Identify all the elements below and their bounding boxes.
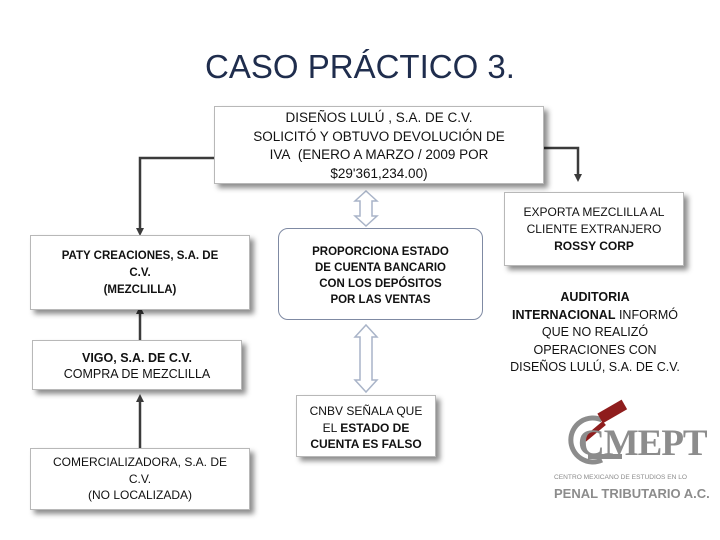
arrow-main-to-paty [136, 156, 214, 236]
paty-line-2: C.V. [129, 267, 151, 279]
audit-line-3: QUE NO REALIZÓ [541, 325, 649, 339]
cnbv-line-1: CNBV SEÑALA QUE [309, 404, 423, 418]
export-line-3: ROSSY CORP [554, 239, 634, 253]
cnbv-line-2b: ESTADO DE [340, 420, 410, 435]
statement-line-1: PROPORCIONA ESTADO [312, 246, 449, 258]
double-arrow-statement-cnbv [353, 323, 379, 394]
cnbv-line-3: CUENTA ES FALSO [310, 437, 422, 451]
logo-line-2: PENAL TRIBUTARIO A.C. [554, 486, 710, 501]
audit-line-2b: INFORMÓ [618, 307, 678, 322]
cnbv-line-2a: EL [322, 420, 337, 435]
main-line-4: $29'361,234.00) [330, 165, 428, 181]
double-arrow-main-statement [353, 189, 379, 228]
slide-title: CASO PRÁCTICO 3. [205, 48, 515, 85]
audit-text: AUDITORIA INTERNACIONAL INFORMÓ QUE NO R… [490, 289, 700, 377]
bank-statement-box: PROPORCIONA ESTADO DE CUENTA BANCARIO CO… [278, 228, 483, 320]
audit-line-2a: INTERNACIONAL [512, 307, 616, 322]
audit-line-5: DISEÑOS LULÚ, S.A. DE C.V. [510, 360, 680, 374]
logo-line-1: CENTRO MEXICANO DE ESTUDIOS EN LO [554, 474, 687, 481]
paty-line-3: (MEZCLILLA) [103, 284, 177, 296]
comercializadora-line-2: C.V. [128, 471, 152, 486]
audit-line-1: AUDITORIA [560, 290, 630, 304]
audit-line-2: INTERNACIONAL INFORMÓ [490, 307, 700, 325]
gavel-icon [568, 399, 628, 465]
vigo-line-1: VIGO, S.A. DE C.V. [82, 351, 192, 365]
audit-line-4: OPERACIONES CON [533, 342, 657, 357]
statement-line-4: POR LAS VENTAS [330, 294, 431, 306]
main-line-3b: (ENERO A MARZO / 2009 POR [297, 147, 489, 162]
statement-line-3: CON LOS DEPÓSITOS [319, 278, 442, 290]
cmept-logo: CMEPT CENTRO MEXICANO DE ESTUDIOS EN LO … [548, 398, 710, 516]
main-line-3: IVA (ENERO A MARZO / 2009 POR [215, 146, 543, 165]
paty-line-1: PATY CREACIONES, S.A. DE [61, 250, 219, 262]
export-box: EXPORTA MEZCLILLA AL CLIENTE EXTRANJERO … [504, 192, 684, 266]
comercializadora-line-3: (NO LOCALIZADA) [87, 488, 192, 502]
main-line-2: SOLICITÓ Y OBTUVO DEVOLUCIÓN DE [253, 128, 505, 144]
paty-creaciones-box: PATY CREACIONES, S.A. DE C.V. (MEZCLILLA… [30, 235, 250, 310]
main-line-3a: IVA [269, 147, 291, 162]
main-case-box: DISEÑOS LULÚ , S.A. DE C.V. SOLICITÓ Y O… [214, 106, 544, 184]
comercializadora-box: COMERCIALIZADORA, S.A. DE C.V. (NO LOCAL… [30, 448, 250, 510]
arrow-main-to-export [544, 146, 582, 182]
export-line-1: EXPORTA MEZCLILLA AL [523, 205, 665, 219]
cnbv-line-2: EL ESTADO DE [297, 420, 435, 437]
comercializadora-line-1: COMERCIALIZADORA, S.A. DE [52, 455, 228, 469]
vigo-line-2: COMPRA DE MEZCLILLA [63, 367, 211, 381]
export-line-2: CLIENTE EXTRANJERO [526, 222, 662, 236]
vigo-box: VIGO, S.A. DE C.V. COMPRA DE MEZCLILLA [32, 340, 242, 390]
main-line-1: DISEÑOS LULÚ , S.A. DE C.V. [285, 110, 473, 125]
logo-mark: CMEPT [578, 423, 708, 464]
cnbv-box: CNBV SEÑALA QUE EL ESTADO DE CUENTA ES F… [296, 395, 436, 457]
statement-line-2: DE CUENTA BANCARIO [315, 262, 446, 274]
